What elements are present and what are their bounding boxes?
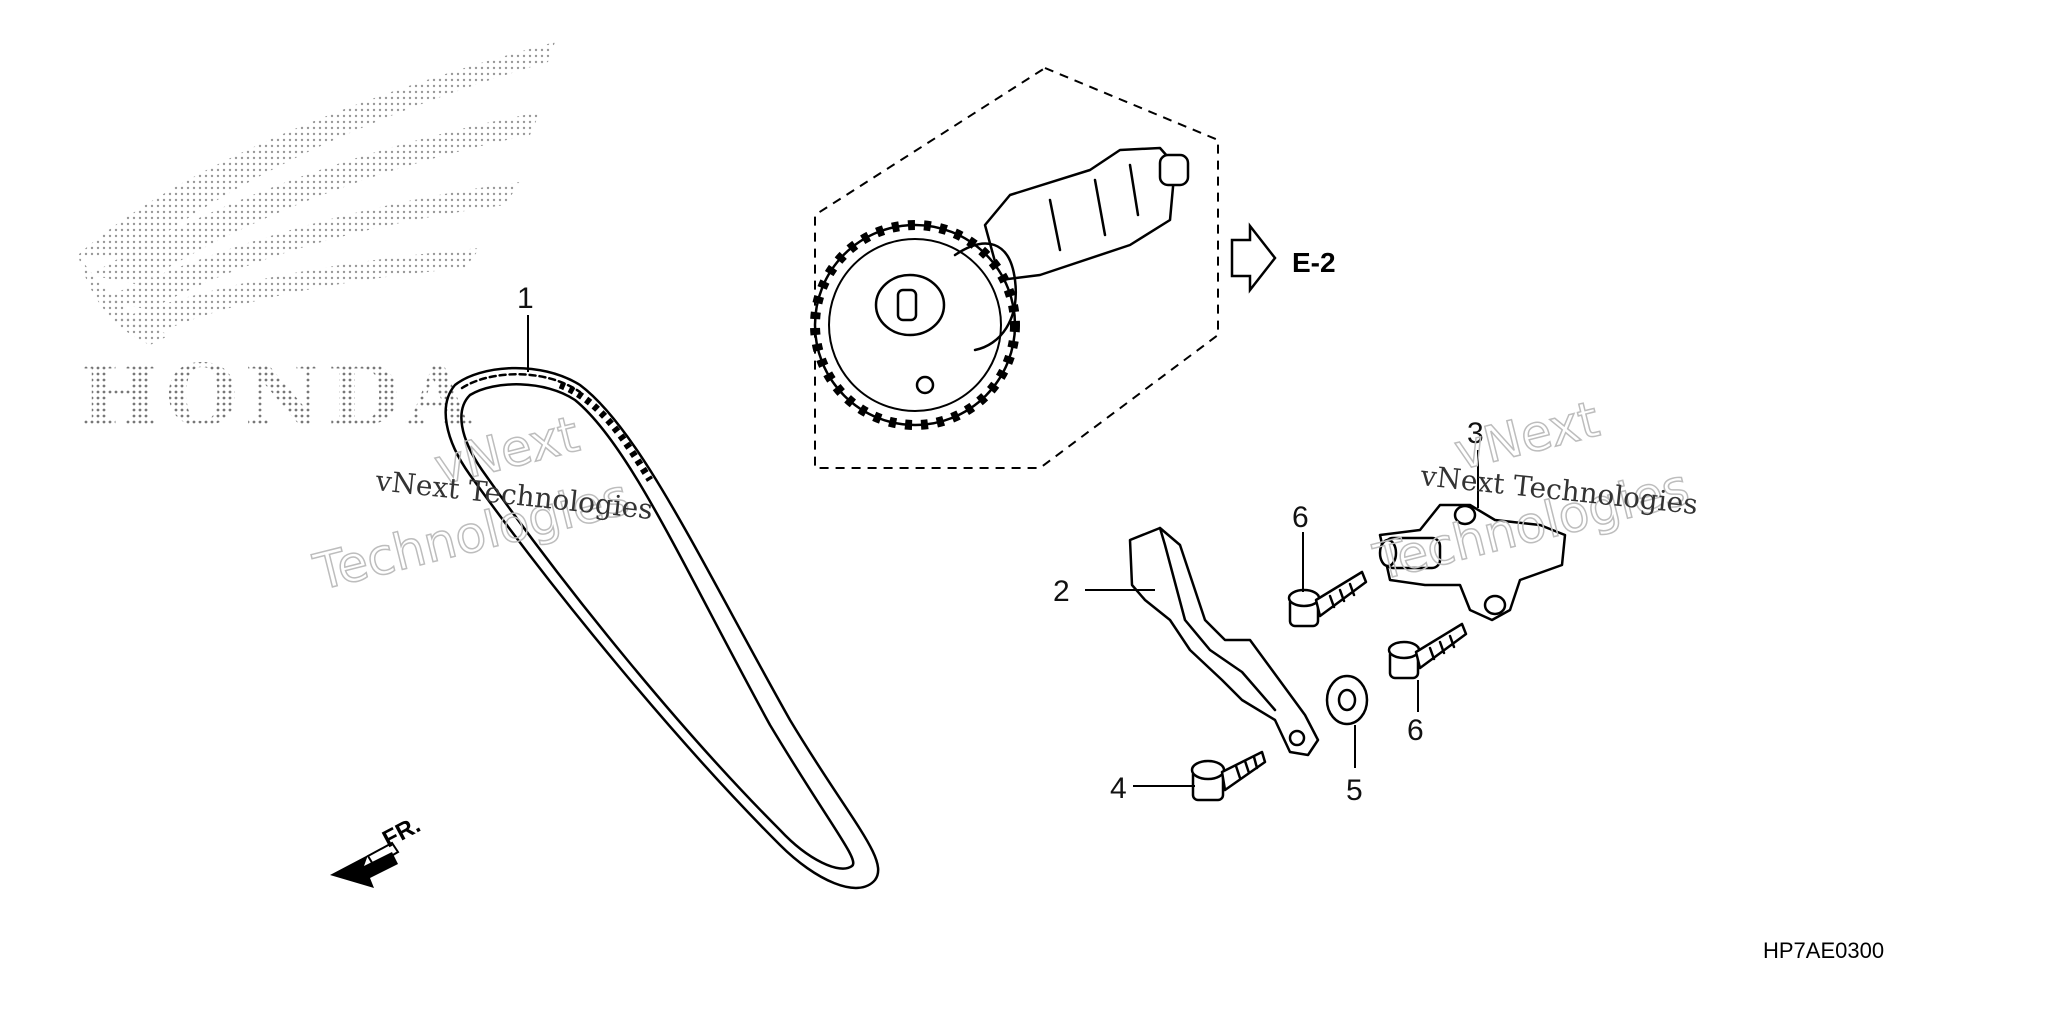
callout-part-6-upper[interactable]: 6 (1292, 501, 1309, 534)
cam-chain-icon (444, 366, 880, 890)
callout-part-1[interactable]: 1 (517, 282, 534, 315)
honda-logo-wordmark: HONDA (80, 346, 477, 445)
flange-bolt-icon (1190, 750, 1267, 802)
tensioner-arm-icon (1128, 526, 1320, 757)
washer-icon (1325, 674, 1369, 726)
flange-bolt-icon (1387, 622, 1468, 680)
section-reference-label[interactable]: E-2 (1292, 247, 1336, 278)
front-direction-marker: FR. (330, 811, 425, 888)
callout-part-2[interactable]: 2 (1053, 575, 1070, 608)
camshaft-group: E-2 (810, 66, 1336, 469)
callout-part-5[interactable]: 5 (1346, 774, 1363, 807)
camshaft-icon (810, 146, 1190, 430)
callout-part-4[interactable]: 4 (1110, 772, 1127, 805)
callout-part-3[interactable]: 3 (1467, 417, 1484, 450)
honda-wing-logo: HONDA (78, 42, 555, 445)
tensioner-lifter-icon (1378, 503, 1567, 622)
section-reference-arrow-icon (1230, 222, 1277, 294)
drawing-code: HP7AE0300 (1763, 938, 1884, 963)
callout-part-6-lower[interactable]: 6 (1407, 714, 1424, 747)
flange-bolt-icon (1287, 570, 1368, 628)
